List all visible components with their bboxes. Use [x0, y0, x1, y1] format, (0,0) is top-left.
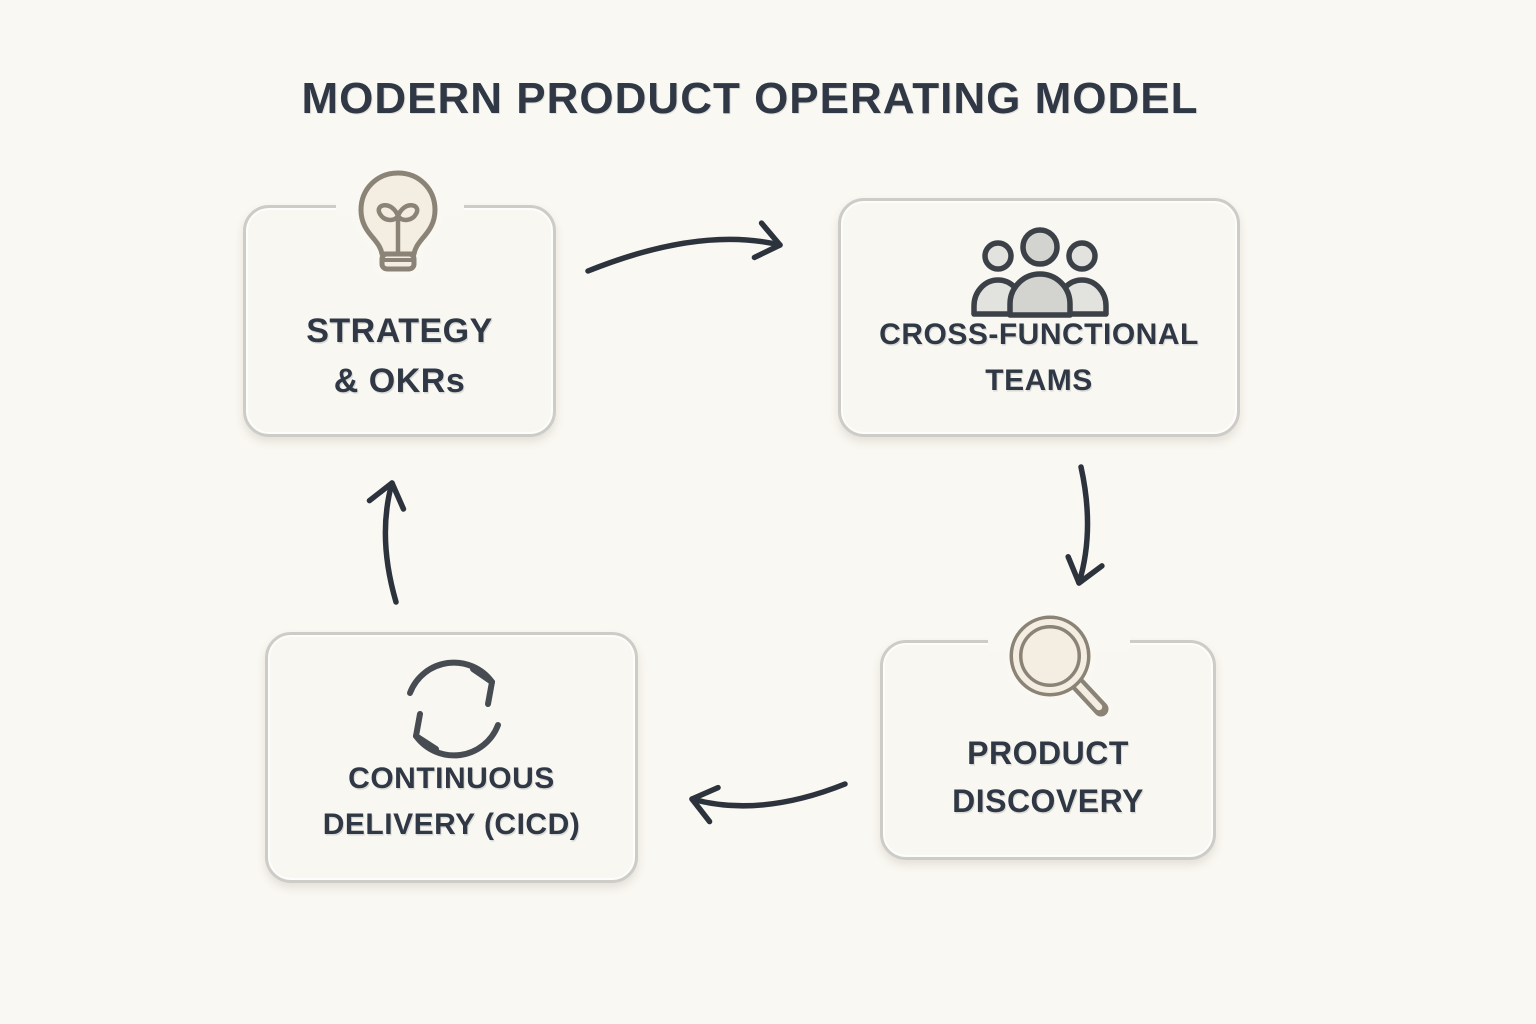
arrow-discovery-to-delivery [689, 781, 848, 825]
magnifying-glass-icon [1006, 612, 1113, 721]
diagram-title: MODERN PRODUCT OPERATING MODEL [301, 74, 1199, 123]
node-teams-label: CROSS-FUNCTIONAL TEAMS [841, 312, 1237, 404]
node-delivery-label: CONTINUOUS DELIVERY (CICD) [268, 756, 635, 848]
node-teams-label-line1: CROSS-FUNCTIONAL [879, 318, 1199, 351]
node-strategy-label: STRATEGY & OKRs [246, 306, 553, 406]
node-strategy-label-line2: & OKRs [333, 362, 466, 400]
node-discovery-label-line1: PRODUCT [967, 735, 1129, 771]
node-discovery-label-line2: DISCOVERY [952, 783, 1144, 819]
arrow-delivery-to-strategy [366, 480, 407, 605]
node-delivery-label-line1: CONTINUOUS [348, 762, 555, 795]
arrow-teams-to-discovery [1065, 464, 1105, 586]
node-discovery-label: PRODUCT DISCOVERY [883, 729, 1213, 825]
node-strategy-label-line1: STRATEGY [306, 312, 493, 350]
sync-arrows-icon [407, 659, 501, 759]
people-icon [971, 227, 1109, 318]
lightbulb-icon [352, 168, 444, 278]
node-teams-label-line2: TEAMS [985, 364, 1093, 397]
node-delivery-label-line2: DELIVERY (CICD) [322, 808, 581, 841]
arrow-strategy-to-teams [585, 220, 783, 274]
